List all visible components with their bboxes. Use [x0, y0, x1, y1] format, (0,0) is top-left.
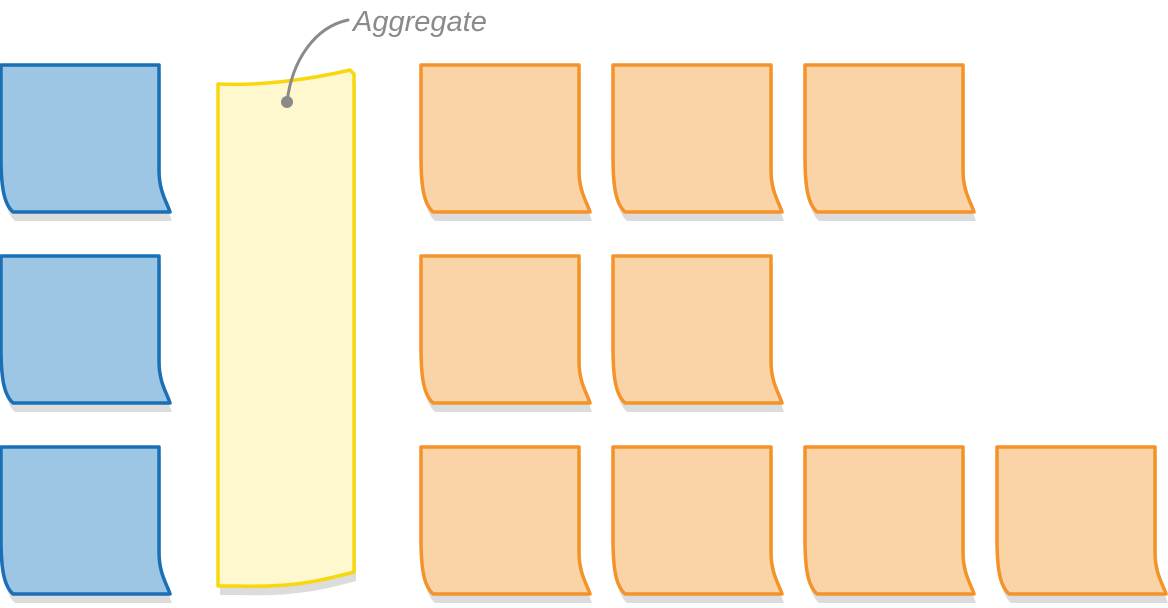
blue-sticky-note [0, 254, 172, 405]
aggregate-callout: Aggregate [281, 6, 487, 108]
callout-anchor-dot [281, 96, 293, 108]
orange-sticky-note [419, 445, 592, 596]
orange-sticky-note [611, 254, 784, 405]
orange-sticky-note [611, 63, 784, 214]
blue-sticky-note [0, 63, 172, 214]
blue-sticky-note [0, 445, 172, 596]
sticky-notes [0, 63, 1168, 596]
orange-sticky-note [803, 445, 976, 596]
orange-sticky-note [419, 254, 592, 405]
orange-sticky-note [995, 445, 1168, 596]
aggregate-label: Aggregate [351, 6, 487, 38]
orange-sticky-note [611, 445, 784, 596]
orange-sticky-note [419, 63, 592, 214]
callout-leader-line [285, 18, 350, 104]
orange-sticky-note [803, 63, 976, 214]
aggregate-sticky-note [216, 68, 356, 589]
sticky-shadows [3, 74, 1168, 603]
